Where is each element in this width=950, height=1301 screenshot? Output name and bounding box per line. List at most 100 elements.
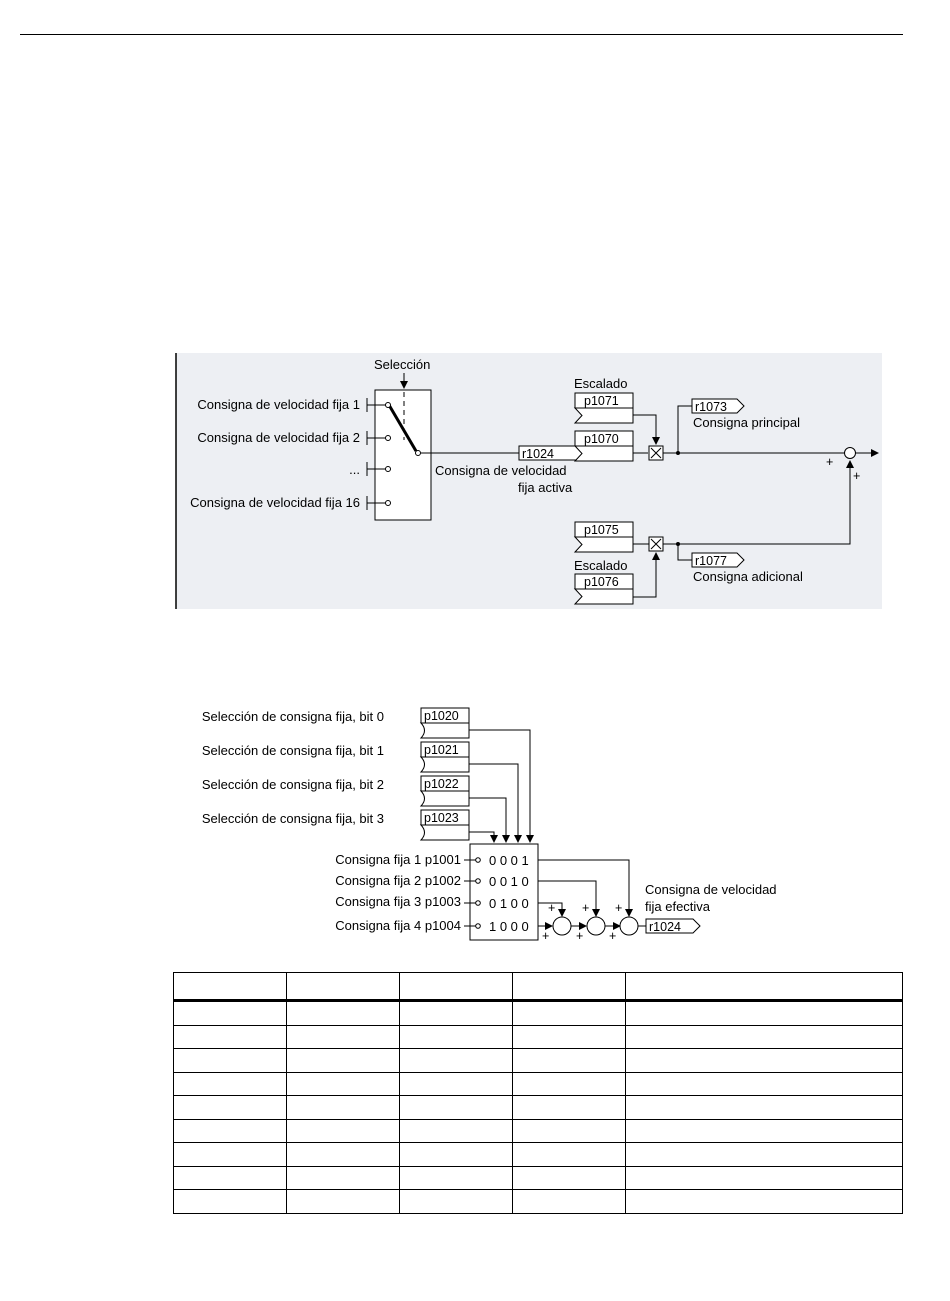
summing-node [844, 447, 856, 459]
table-row [173, 1024, 903, 1049]
r1077-label: r1077 [695, 554, 727, 568]
selection-table [173, 972, 903, 1214]
table-cell [512, 1095, 626, 1120]
selection-logic-block [469, 843, 539, 941]
scaling-bottom-label: Escalado [574, 558, 627, 573]
r1024-label: r1024 [522, 447, 554, 461]
table-cell [286, 1189, 400, 1214]
table-cell [625, 972, 903, 1002]
header-rule [20, 34, 903, 35]
table-cell [173, 1024, 287, 1049]
setpoint4-label: Consigna fija 4 p1004 [335, 918, 461, 933]
plus-s3-top: + [615, 901, 622, 915]
p1022-label: p1022 [424, 777, 459, 791]
table-row [173, 1000, 903, 1026]
summing-chain [538, 859, 646, 936]
multiplier-bottom-x-icon [650, 538, 662, 550]
scaling-top-label: Escalado [574, 376, 627, 391]
additional-setpoint-line [663, 460, 854, 545]
table-cell [399, 1165, 513, 1190]
table-cell [512, 1142, 626, 1167]
r1024-output-connector [645, 918, 701, 934]
table-cell [625, 1024, 903, 1049]
selector-switch-block [374, 389, 432, 521]
table-row [173, 1189, 903, 1214]
table-cell [399, 1024, 513, 1049]
bit-lines [469, 729, 534, 843]
bit3-label: Selección de consigna fija, bit 3 [202, 811, 384, 826]
p1071-to-multiplier [633, 414, 660, 445]
table-cell [173, 1095, 287, 1120]
r1073-branch [677, 405, 692, 453]
plus-s1-left: + [542, 929, 549, 943]
table-cell [512, 1000, 626, 1026]
r1073-connector [691, 398, 745, 414]
table-cell [625, 1071, 903, 1096]
setpoint1-label: Consigna fija 1 p1001 [335, 852, 461, 867]
plus-s1-top: + [548, 901, 555, 915]
table-row [173, 1165, 903, 1190]
table-cell [512, 1024, 626, 1049]
table-cell [625, 1095, 903, 1120]
main-setpoint-label: Consigna principal [693, 415, 800, 430]
p1021-label: p1021 [424, 743, 459, 757]
table-cell [286, 1142, 400, 1167]
input-label-1: Consigna de velocidad fija 1 [197, 397, 360, 412]
table-cell [625, 1118, 903, 1143]
p1071-connector [573, 407, 634, 424]
p1075-label: p1075 [584, 523, 619, 537]
table-row [173, 1118, 903, 1143]
table-cell [286, 1095, 400, 1120]
r1077-branch [677, 544, 692, 561]
table-cell [173, 1071, 287, 1096]
r1077-connector [691, 552, 745, 568]
setpoint3-label: Consigna fija 3 p1003 [335, 894, 461, 909]
table-row [173, 1142, 903, 1167]
table-cell [625, 1165, 903, 1190]
table-row [173, 1071, 903, 1096]
setpoint-connectors [464, 857, 481, 929]
bit0-label: Selección de consigna fija, bit 0 [202, 709, 384, 724]
active-setpoint-label-1: Consigna de velocidad [435, 463, 567, 478]
plus-s2-top: + [582, 901, 589, 915]
code-4: 1 0 0 0 [489, 919, 529, 934]
p1076-label: p1076 [584, 575, 619, 589]
table-cell [512, 1048, 626, 1073]
table-cell [286, 1165, 400, 1190]
code-3: 0 1 0 0 [489, 896, 529, 911]
table-header-row [173, 972, 903, 1002]
table-row [173, 1095, 903, 1120]
table-cell [399, 1118, 513, 1143]
input-label-16: Consigna de velocidad fija 16 [190, 495, 360, 510]
switch-lever [387, 404, 418, 452]
bit-parameter-boxes [419, 707, 470, 841]
diagram1-background [176, 353, 882, 609]
effective-setpoint-label-1: Consigna de velocidad [645, 882, 777, 897]
table-cell [512, 1165, 626, 1190]
p1071-label: p1071 [584, 394, 619, 408]
input-connectors [366, 398, 391, 510]
table-cell [625, 1000, 903, 1026]
table-cell [512, 972, 626, 1002]
table-cell [286, 1071, 400, 1096]
table-cell [173, 1000, 287, 1026]
p1070-label: p1070 [584, 432, 619, 446]
r1024-output-label: r1024 [649, 920, 681, 934]
table-cell [625, 1142, 903, 1167]
bit1-label: Selección de consigna fija, bit 1 [202, 743, 384, 758]
table-cell [399, 1142, 513, 1167]
table-cell [625, 1189, 903, 1214]
effective-setpoint-label-2: fija efectiva [645, 899, 711, 914]
table-row [173, 1048, 903, 1073]
additional-setpoint-label: Consigna adicional [693, 569, 803, 584]
table-cell [399, 1095, 513, 1120]
table-cell [286, 972, 400, 1002]
table-cell [399, 1189, 513, 1214]
table-cell [399, 1048, 513, 1073]
table-cell [399, 1071, 513, 1096]
bit2-label: Selección de consigna fija, bit 2 [202, 777, 384, 792]
table-cell [173, 1165, 287, 1190]
switch-output-node [415, 450, 421, 456]
p1076-connector [573, 588, 634, 605]
